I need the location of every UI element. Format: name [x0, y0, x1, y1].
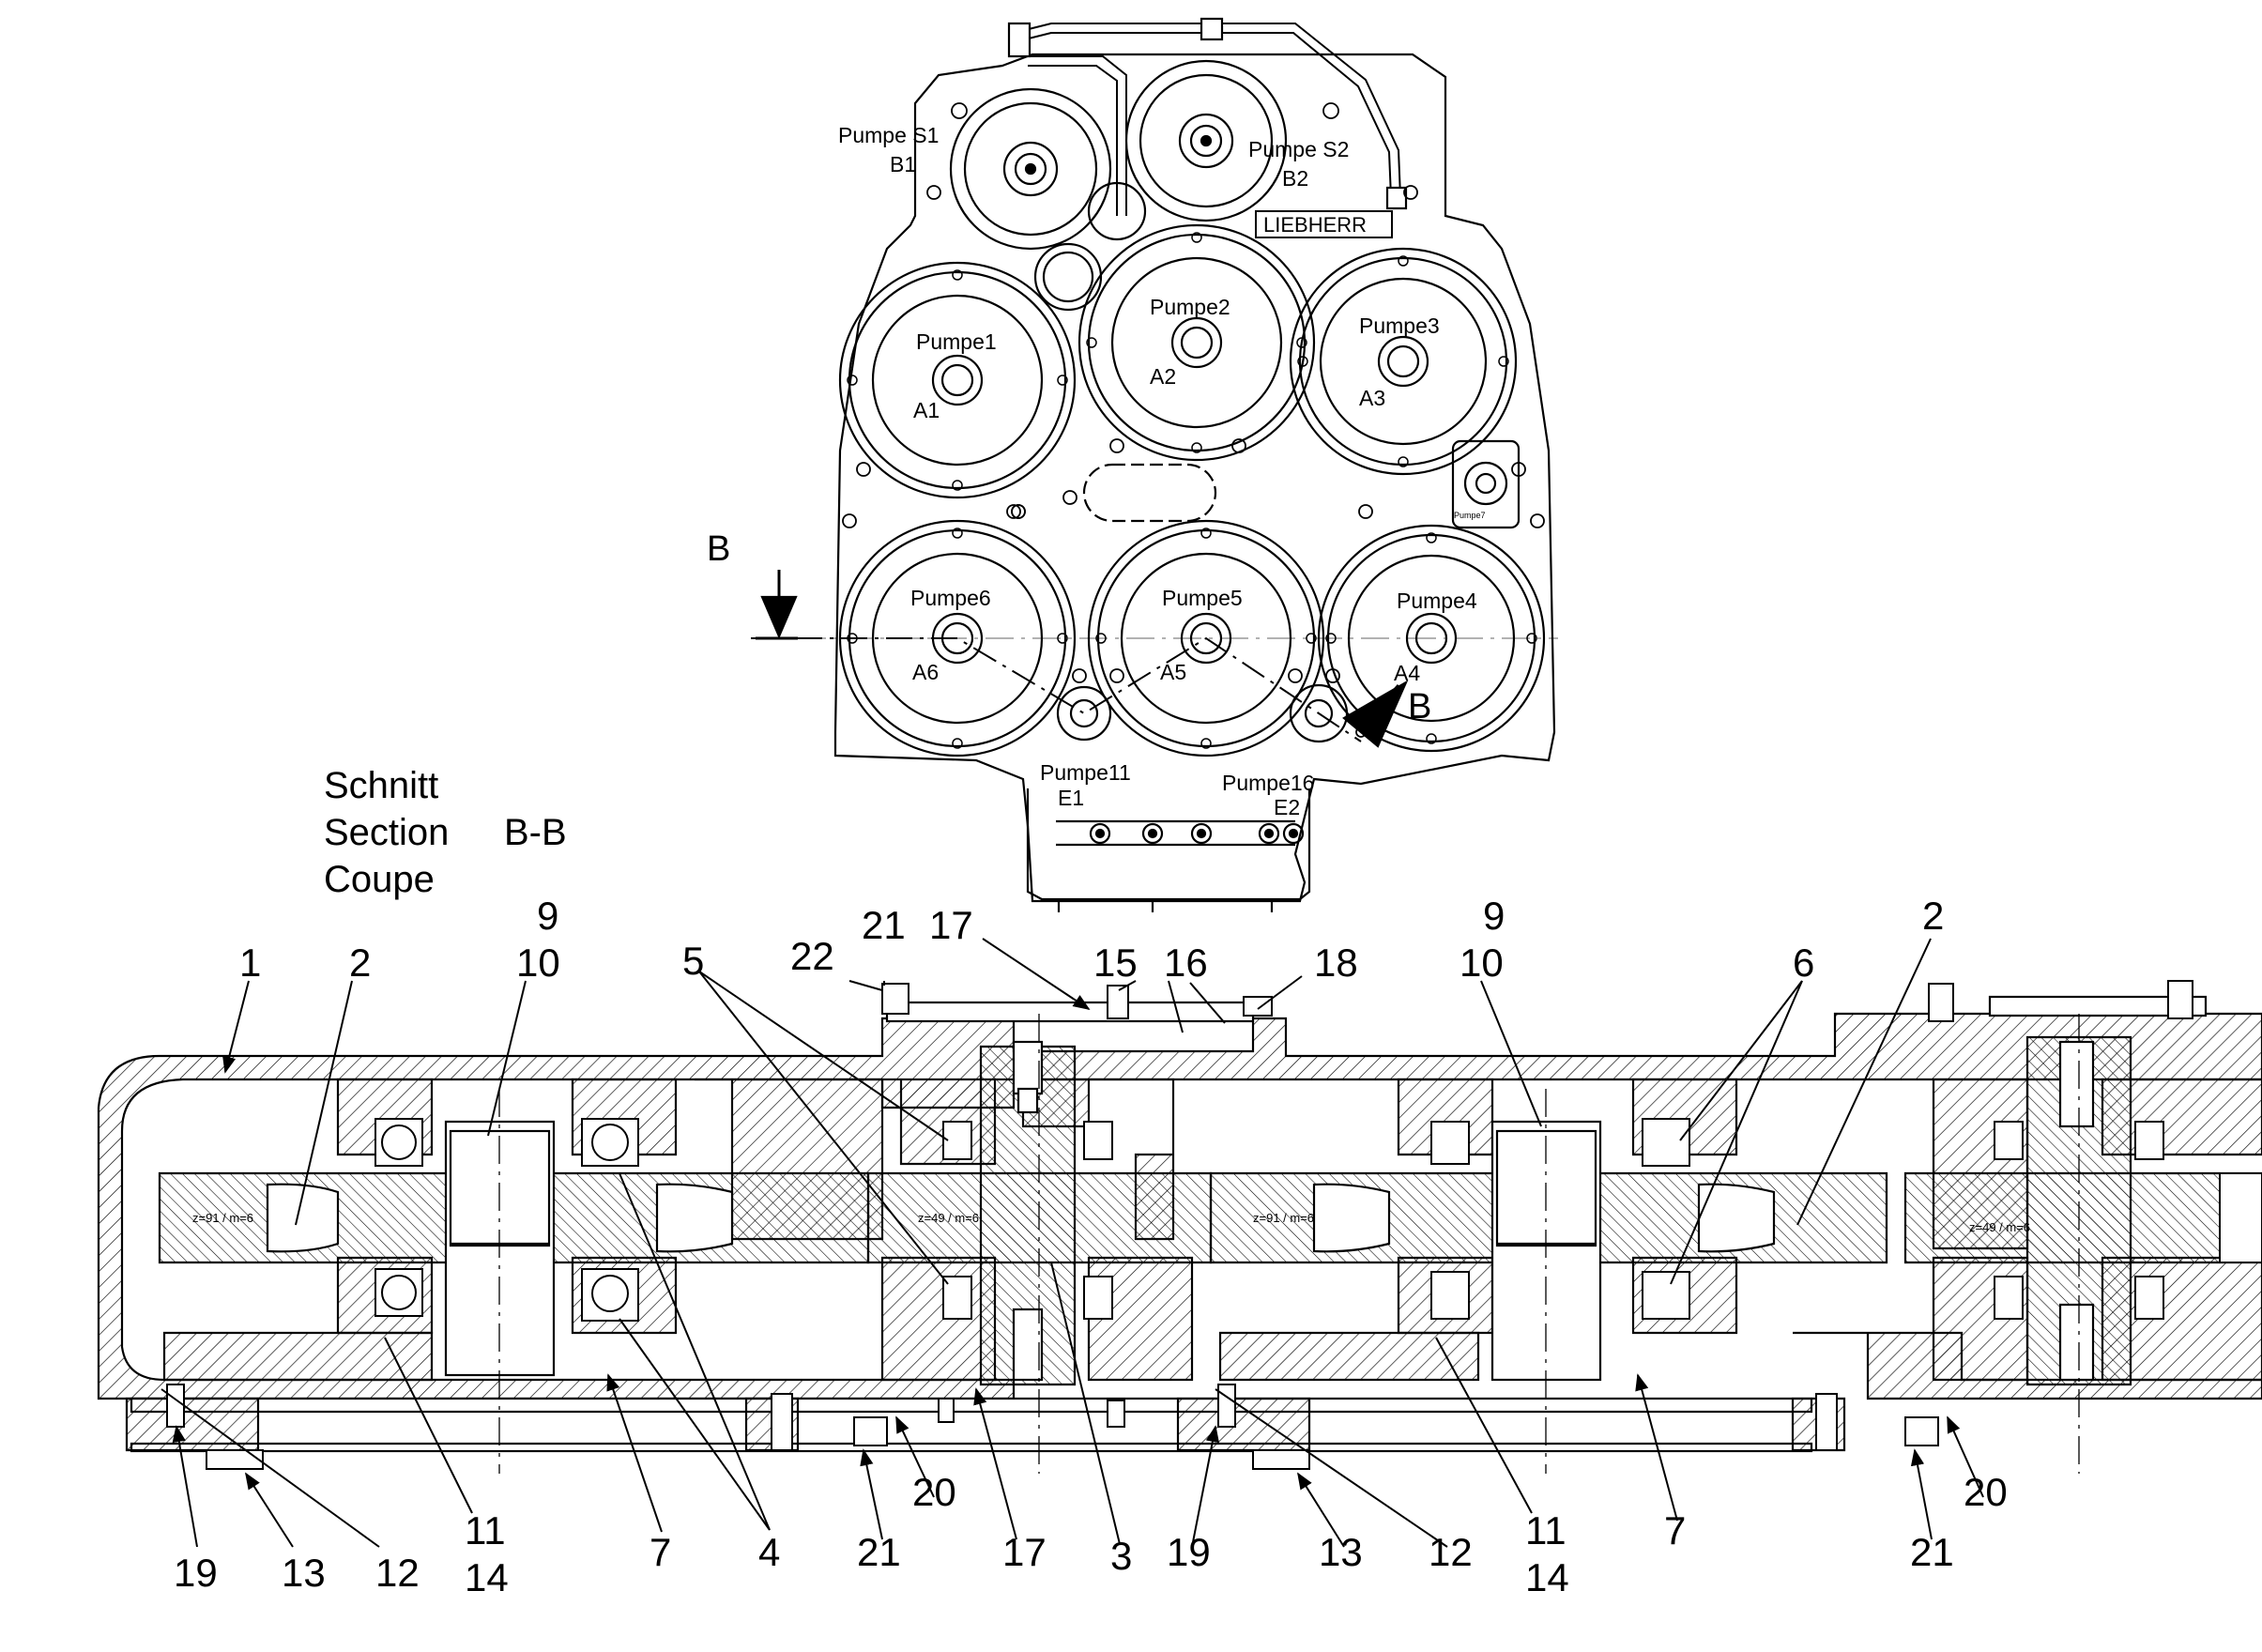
callout-12-right: 12: [1429, 1530, 1473, 1574]
section-title-fr: Coupe: [324, 859, 435, 900]
section-marker-left: B: [707, 529, 730, 569]
callout-2-right: 2: [1922, 894, 1944, 938]
callout-14: 14: [465, 1555, 509, 1599]
cover-bolts: [881, 980, 2193, 1022]
callout-2: 2: [349, 941, 371, 985]
pump6-port: A6: [912, 660, 939, 684]
callout-17-top: 17: [929, 903, 973, 947]
pump-s1-name: Pumpe S1: [838, 123, 939, 147]
callout-18: 18: [1314, 941, 1358, 985]
callout-6: 6: [1793, 941, 1814, 985]
central-shaft: [979, 1045, 1077, 1386]
pump16-name: Pumpe16: [1222, 771, 1314, 795]
pump-s2-name: Pumpe S2: [1248, 137, 1349, 161]
pump1-port: A1: [913, 398, 940, 422]
section-bb: [97, 980, 2262, 1474]
gearbox-front-view: [751, 17, 1558, 912]
callout-5: 5: [682, 939, 704, 983]
pump2-name: Pumpe2: [1150, 295, 1230, 319]
pump-s1-port: B1: [890, 152, 916, 176]
callout-21-top: 21: [862, 903, 906, 947]
section-title-en: Section: [324, 812, 449, 853]
gear-texts: z=91 / m=6 z=49 / m=6 z=91 / m=6 z=49 / …: [192, 1211, 2030, 1234]
gear-4-text: z=49 / m=6: [1969, 1220, 2030, 1234]
callout-20-right: 20: [1964, 1470, 2008, 1514]
pump6-name: Pumpe6: [910, 586, 991, 610]
pump3-name: Pumpe3: [1359, 314, 1440, 338]
pump-s2-flange: [1124, 59, 1288, 222]
callout-21-right: 21: [1910, 1530, 1954, 1574]
pump16-port: E2: [1274, 795, 1300, 819]
brand-plate: LIEBHERR: [1263, 213, 1367, 237]
callout-12: 12: [375, 1551, 420, 1595]
housing-outline: [833, 53, 1556, 903]
callout-9: 9: [537, 894, 558, 938]
pump11-port: E1: [1058, 786, 1084, 810]
callout-10: 10: [516, 941, 560, 985]
callout-4: 4: [758, 1530, 780, 1574]
callouts-bottom: 19 13 12 11 14 7 4 21 20 17 3 19 13 12 1…: [174, 1470, 2008, 1599]
pump11-name: Pumpe11: [1040, 760, 1131, 785]
callout-13: 13: [282, 1551, 326, 1595]
tray-plugs: [1089, 822, 1305, 845]
pump1-flange: [838, 261, 1077, 499]
pump5-port: A5: [1160, 660, 1186, 684]
callouts-top: 1 2 9 10 5 22 21 17 15 16 18 9 10 2 6: [239, 894, 1944, 985]
callout-1: 1: [239, 941, 261, 985]
section-title-de: Schnitt: [324, 765, 438, 806]
gear-2-text: z=49 / m=6: [918, 1211, 979, 1225]
bearings: [374, 1118, 2262, 1322]
pump4-name: Pumpe4: [1397, 589, 1477, 613]
pump-s1-flange: [949, 87, 1112, 251]
callout-11-right: 11: [1525, 1508, 1567, 1553]
callout-17-bottom: 17: [1002, 1530, 1047, 1574]
pump4-port: A4: [1394, 661, 1420, 685]
callout-14-right: 14: [1525, 1555, 1569, 1599]
pump5-name: Pumpe5: [1162, 586, 1243, 610]
housing-bolts: [842, 102, 1545, 738]
callout-11: 11: [465, 1508, 506, 1553]
callout-19-right: 19: [1167, 1530, 1211, 1574]
pump3-port: A3: [1359, 386, 1385, 410]
callout-19: 19: [174, 1551, 218, 1595]
callout-13-right: 13: [1319, 1530, 1363, 1574]
section-title-id: B-B: [504, 812, 567, 853]
pump2-port: A2: [1150, 364, 1176, 389]
callout-9-right: 9: [1483, 894, 1505, 938]
section-marker-right: B: [1408, 687, 1431, 727]
gearbox-labels: Pumpe S1 B1 Pumpe S2 B2 LIEBHERR Pumpe1 …: [707, 123, 1486, 819]
callout-15: 15: [1093, 941, 1138, 985]
pump3-flange: [1289, 247, 1518, 476]
callout-20: 20: [912, 1470, 956, 1514]
bottom-fasteners: [166, 1384, 1939, 1470]
callout-16: 16: [1164, 941, 1208, 985]
callout-10-right: 10: [1460, 941, 1504, 985]
section-title: Schnitt Section B-B Coupe: [324, 765, 567, 900]
pump-s2-port: B2: [1282, 166, 1308, 191]
callout-7-right: 7: [1664, 1508, 1686, 1553]
callout-7: 7: [650, 1530, 671, 1574]
callout-3: 3: [1110, 1534, 1132, 1578]
gear-3-text: z=91 / m=6: [1253, 1211, 1314, 1225]
pump7-label: Pumpe7: [1454, 511, 1486, 520]
gear-1-text: z=91 / m=6: [192, 1211, 253, 1225]
callout-21-bottom: 21: [857, 1530, 901, 1574]
leader-lines: [160, 938, 1984, 1548]
callout-22: 22: [790, 934, 834, 978]
pump2-flange: [1078, 223, 1316, 462]
pump1-name: Pumpe1: [916, 329, 997, 354]
